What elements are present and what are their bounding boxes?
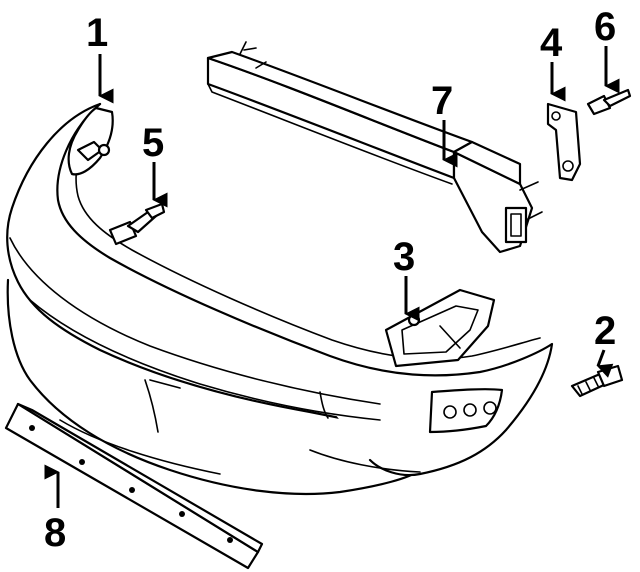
impact-bar	[206, 41, 543, 254]
bolt-fastener	[586, 88, 632, 116]
callout-8: 8	[44, 511, 66, 555]
screw-fastener	[570, 364, 624, 398]
mount-bracket	[546, 102, 582, 182]
callout-6: 6	[594, 5, 616, 49]
callout-7: 7	[431, 79, 453, 123]
bumper-cover	[6, 102, 554, 496]
reinforcement-strip	[4, 402, 264, 570]
push-clip	[108, 202, 166, 246]
leader-2	[596, 349, 614, 378]
callout-5: 5	[142, 121, 164, 165]
callout-labels: 1 2 3 4 5 6 7 8	[44, 5, 616, 555]
callout-3: 3	[393, 235, 415, 279]
callout-4: 4	[540, 21, 563, 65]
cover-bracket	[67, 106, 114, 176]
callout-2: 2	[594, 309, 616, 353]
leader-lines	[44, 46, 620, 508]
callout-1: 1	[86, 11, 108, 55]
